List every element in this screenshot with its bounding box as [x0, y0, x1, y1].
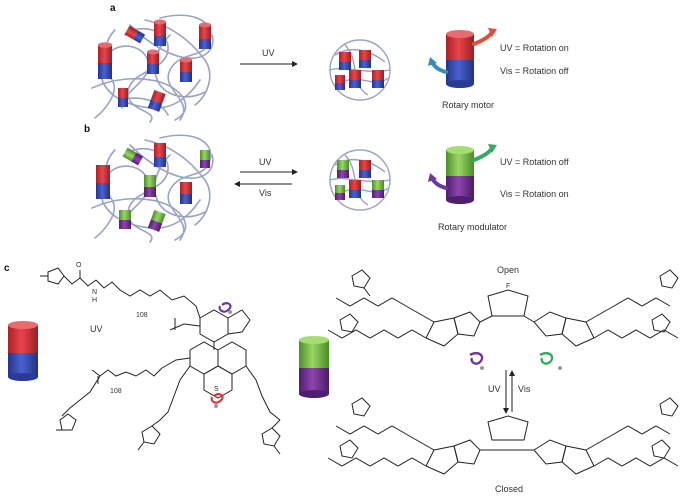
motor-cylinder-4 [124, 25, 146, 44]
motor-cylinder-7 [118, 88, 128, 107]
motor-cylinder-1 [154, 19, 166, 46]
motor-cylinder-large [8, 321, 38, 381]
panel-a-arrow-label: UV [262, 48, 275, 58]
closed-label: Closed [495, 484, 524, 494]
closed-switch-molecule [327, 397, 679, 475]
motor-cylinder-2 [199, 22, 211, 49]
switch-vis-label: Vis [518, 384, 531, 394]
panel-b-legend-vis: Vis = Rotation on [500, 189, 569, 199]
panel-a-letter: a [110, 3, 116, 14]
switch-uv-label: UV [488, 384, 501, 394]
panel-c-left-uv-label: UV [90, 324, 103, 334]
motor-rotation-top-icon [218, 302, 232, 313]
open-label: Open [497, 265, 520, 275]
open-switch-molecule [327, 269, 679, 347]
sulfur-atom-label: S [214, 386, 219, 393]
motor-cylinder-3 [98, 42, 112, 79]
fluorine-label: F [506, 283, 511, 290]
panel-a-legend-vis: Vis = Rotation off [500, 66, 569, 76]
modulator-cylinder-large [299, 336, 329, 398]
motor-cylinder-5 [147, 49, 159, 74]
amide-o-label: O [76, 262, 82, 269]
panel-b-vis-label: Vis [259, 188, 272, 198]
panel-a-legend-uv: UV = Rotation on [500, 43, 569, 53]
panel-b-legend-uv: UV = Rotation off [500, 157, 569, 167]
peg-index-2: 108 [110, 388, 122, 395]
motor-cylinder-6 [180, 57, 192, 82]
motor-legend-cylinder [446, 30, 474, 88]
open-rotation-purple-icon [469, 351, 484, 365]
motor-rotation-bottom-icon [210, 393, 224, 404]
panel-c-letter: c [4, 263, 10, 274]
open-rotation-green-icon [539, 351, 554, 365]
modulator-legend-cylinder [446, 146, 474, 204]
motor-cylinder-8 [147, 89, 166, 112]
motor-molecule [40, 267, 281, 455]
panel-b-uv-label: UV [259, 157, 272, 167]
peg-index-1: 108 [136, 312, 148, 319]
panel-a-collapsed-network [329, 39, 391, 101]
amide-h-label: H [92, 297, 98, 304]
panel-b-collapsed-network [329, 149, 391, 211]
panel-a-caption: Rotary motor [442, 100, 495, 110]
panel-b-letter: b [84, 124, 91, 135]
panel-b-caption: Rotary modulator [438, 222, 508, 232]
amide-n-label: N [92, 289, 98, 296]
